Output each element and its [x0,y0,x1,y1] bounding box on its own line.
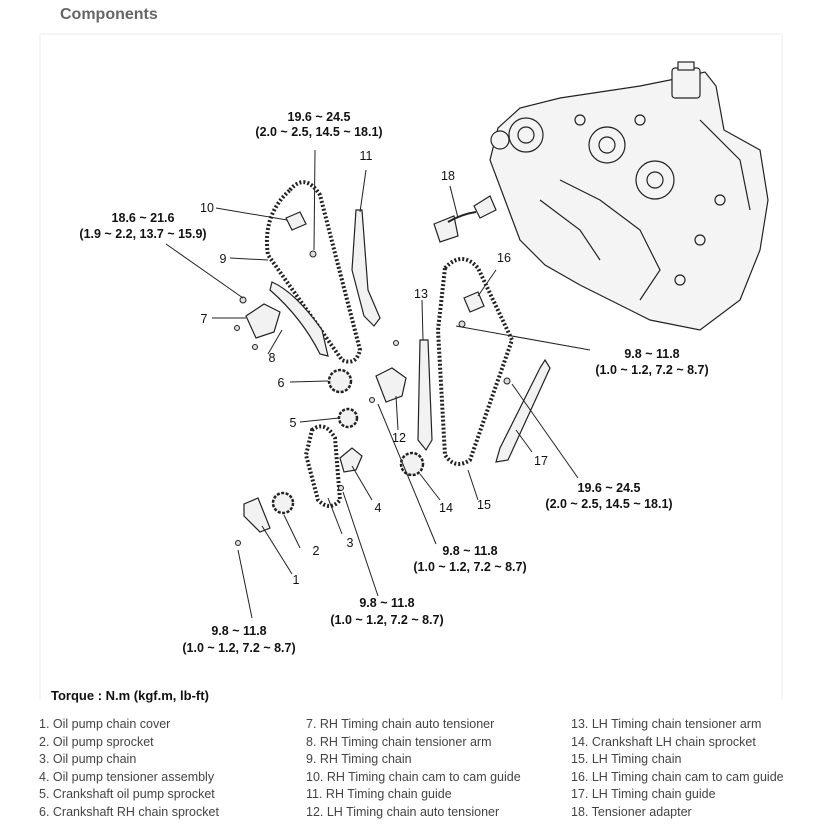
legend-item: 1. Oil pump chain cover [39,717,171,731]
torque-spec-6: 9.8 ~ 11.8 (1.0 ~ 1.2, 7.2 ~ 8.7) [330,596,443,627]
legend-item: 15. LH Timing chain [571,752,682,767]
tensioner-adapter [433,215,459,243]
bolt-lh-tensioner [369,397,375,403]
leader-lines [165,149,591,619]
bolt-lh-guide [503,377,511,385]
callout-6: 6 [278,376,285,390]
bolt-oil-pump-tensioner [338,485,344,491]
torque-4-line1: 19.6 ~ 24.5 [578,481,641,495]
torque-1-line2: (2.0 ~ 2.5, 14.5 ~ 18.1) [255,125,382,139]
torque-spec-5: 9.8 ~ 11.8 (1.0 ~ 1.2, 7.2 ~ 8.7) [413,544,526,574]
callout-2: 2 [313,544,320,558]
tensioner-adapter-bracket [473,195,497,219]
legend-item: 11. RH Timing chain guide [306,787,452,802]
lh-timing-chain-tensioner-arm [417,339,433,452]
oil-pump-sprocket [271,491,295,515]
callout-7: 7 [201,312,208,326]
callout-15: 15 [477,498,491,512]
legend-item: 4. Oil pump tensioner assembly [39,769,215,784]
oil-pump-tensioner-assembly [339,447,363,473]
legend-item: 10. RH Timing chain cam to cam guide [306,769,521,784]
legend-column-2: 7. RH Timing chain auto tensioner 8. RH … [306,716,521,822]
callout-18: 18 [441,169,455,183]
bolt-rh-cam-guide [309,250,317,258]
engine-block-illustration [489,61,769,331]
callout-17: 17 [534,454,548,468]
torque-3-line2: (1.0 ~ 1.2, 7.2 ~ 8.7) [595,363,708,377]
torque-2-line1: 18.6 ~ 21.6 [112,211,175,225]
torque-spec-2: 18.6 ~ 21.6 (1.9 ~ 2.2, 13.7 ~ 15.9) [79,211,206,241]
bolt-rh-tensioner [239,296,247,304]
legend-item: 8. RH Timing chain tensioner arm [306,734,492,749]
crankshaft-oil-pump-sprocket [337,407,359,429]
legend-item: 7. RH Timing chain auto tensioner [306,717,495,731]
oil-pump-chain-cover [243,497,271,533]
legend-item: 16. LH Timing chain cam to cam guide [571,769,784,784]
callout-5: 5 [290,416,297,430]
callout-3: 3 [347,536,354,550]
torque-spec-4: 19.6 ~ 24.5 (2.0 ~ 2.5, 14.5 ~ 18.1) [545,481,672,511]
callout-12: 12 [392,431,406,445]
torque-6-line1: 9.8 ~ 11.8 [359,596,414,610]
torque-4-line2: (2.0 ~ 2.5, 14.5 ~ 18.1) [545,497,672,511]
callout-10: 10 [200,201,214,215]
rh-timing-chain-tensioner-arm [269,281,329,357]
bolt-lh-arm-pivot [393,340,399,346]
torque-3-line1: 9.8 ~ 11.8 [624,347,679,361]
rh-cam-to-cam-guide [285,211,307,231]
callout-9: 9 [220,252,227,266]
legend-item: 14. Crankshaft LH chain sprocket [571,734,756,749]
rh-auto-tensioner [245,303,281,339]
lh-auto-tensioner [375,367,407,403]
bolt-lh-cam-guide [458,320,466,328]
callout-16: 16 [497,251,511,265]
legend-item: 2. Oil pump sprocket [39,734,154,749]
torque-7-line2: (1.0 ~ 1.2, 7.2 ~ 8.7) [182,641,295,655]
crankshaft-rh-chain-sprocket [327,368,353,394]
oil-pump-chain [303,424,343,508]
callout-4: 4 [375,501,382,515]
torque-spec-7: 9.8 ~ 11.8 (1.0 ~ 1.2, 7.2 ~ 8.7) [182,624,295,655]
legend-column-1: 1. Oil pump chain cover 2. Oil pump spro… [39,716,219,822]
torque-spec-3: 9.8 ~ 11.8 (1.0 ~ 1.2, 7.2 ~ 8.7) [595,347,708,377]
callout-11: 11 [360,149,373,163]
torque-5-line2: (1.0 ~ 1.2, 7.2 ~ 8.7) [413,560,526,574]
bolt-oil-pump-cover [235,540,241,546]
torque-6-line2: (1.0 ~ 1.2, 7.2 ~ 8.7) [330,613,443,627]
page-title: Components [60,6,158,23]
torque-spec-1: 19.6 ~ 24.5 (2.0 ~ 2.5, 14.5 ~ 18.1) [255,110,382,139]
torque-2-line2: (1.9 ~ 2.2, 13.7 ~ 15.9) [79,227,206,241]
torque-5-line1: 9.8 ~ 11.8 [442,544,497,558]
legend-item: 5. Crankshaft oil pump sprocket [39,787,215,802]
legend-item: 12. LH Timing chain auto tensioner [306,804,500,819]
callout-13: 13 [414,287,428,301]
bolt-rh-tensioner-2 [234,325,240,331]
lh-timing-chain-guide [495,358,551,463]
tensioner-adapter-hose [447,211,477,223]
bolt-rh-arm [252,344,258,350]
legend-item: 6. Crankshaft RH chain sprocket [39,804,219,819]
components-diagram: 19.6 ~ 24.5 (2.0 ~ 2.5, 14.5 ~ 18.1) 18.… [39,33,783,700]
callout-1: 1 [293,573,300,587]
lh-timing-chain [435,257,515,466]
legend-item: 3. Oil pump chain [39,752,137,767]
crankshaft-lh-chain-sprocket [399,451,425,477]
legend-item: 18. Tensioner adapter [571,804,692,819]
callout-8: 8 [269,351,276,365]
legend-item: 9. RH Timing chain [306,752,412,767]
torque-unit-label: Torque : N.m (kgf.m, lb-ft) [51,688,209,703]
torque-7-line1: 9.8 ~ 11.8 [211,624,266,638]
rh-timing-chain-guide [351,209,381,327]
diagram-frame [39,33,783,700]
torque-1-line1: 19.6 ~ 24.5 [288,110,351,124]
lh-cam-to-cam-guide [463,291,485,313]
legend-item: 17. LH Timing chain guide [571,787,716,802]
callout-14: 14 [439,501,453,515]
legend-item: 13. LH Timing chain tensioner arm [571,717,762,731]
legend-column-3: 13. LH Timing chain tensioner arm 14. Cr… [571,716,784,822]
